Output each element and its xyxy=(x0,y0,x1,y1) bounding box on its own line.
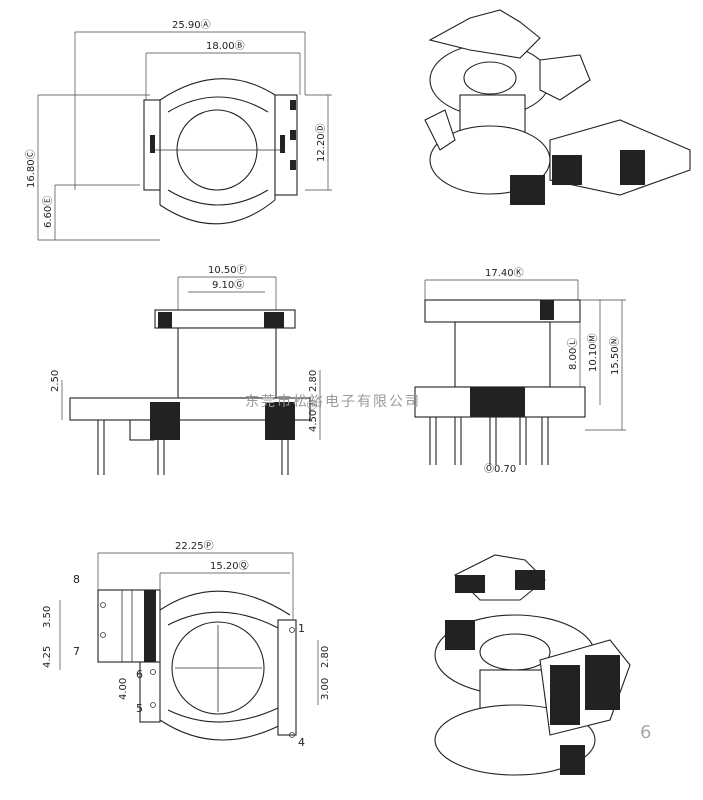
top-view: 25.90Ⓐ 18.00Ⓑ 16.80Ⓒ 12.20Ⓓ 6.60Ⓔ xyxy=(25,19,332,241)
side-view: 17.40Ⓚ 8.00Ⓛ 10.10Ⓜ 15.50Ⓝ Ⓞ0.70 xyxy=(414,267,626,475)
dim-bottom-left-pitch-b: 4.25 xyxy=(42,646,53,668)
dim-bottom-pin-span: 15.20Ⓠ xyxy=(210,560,249,572)
front-view: 10.50Ⓕ 9.10Ⓖ 2.50 2.80 4.50Ⓙ xyxy=(50,264,321,475)
pin-label-7: 7 xyxy=(73,645,80,658)
dim-front-step: 2.80 xyxy=(308,370,319,392)
pin-label-6: 6 xyxy=(136,668,143,681)
dim-side-total-height: 15.50Ⓝ xyxy=(609,336,621,375)
dim-pin-diameter: Ⓞ0.70 xyxy=(484,463,516,475)
dim-front-inner-width: 9.10Ⓖ xyxy=(212,279,244,291)
company-watermark: 东莞市松裕电子有限公司 xyxy=(245,393,421,410)
dim-top-core-width: 18.00Ⓑ xyxy=(206,40,245,52)
bottom-view: 22.25Ⓟ 15.20Ⓠ 8 7 6 5 1 4 3.50 4.25 4.00… xyxy=(42,540,331,749)
page-number: 6 xyxy=(640,722,651,743)
dim-front-pin-depth: 4.50Ⓙ xyxy=(307,400,319,432)
pin-label-1: 1 xyxy=(298,622,305,635)
dim-bottom-overall-width: 22.25Ⓟ xyxy=(175,540,214,552)
dim-top-height: 16.80Ⓒ xyxy=(25,149,37,188)
dim-bottom-right-pitch-a: 2.80 xyxy=(320,646,331,668)
dim-front-outer-width: 10.50Ⓕ xyxy=(208,264,247,276)
dim-bottom-left-pitch-a: 3.50 xyxy=(42,606,53,628)
iso-view-top xyxy=(424,9,691,205)
dim-bottom-left-offset: 4.00 xyxy=(118,678,129,700)
dim-top-lower-height: 6.60Ⓔ xyxy=(42,196,54,228)
dim-front-flange: 2.50 xyxy=(50,370,61,392)
iso-view-bottom xyxy=(434,554,631,776)
dim-side-width: 17.40Ⓚ xyxy=(485,267,524,279)
dim-side-core-height: 8.00Ⓛ xyxy=(567,338,579,370)
dim-top-slot-height: 12.20Ⓓ xyxy=(315,123,327,162)
dim-bottom-right-pitch-b: 3.00 xyxy=(320,678,331,700)
dim-top-overall-width: 25.90Ⓐ xyxy=(172,19,211,31)
dim-side-mid-height: 10.10Ⓜ xyxy=(587,333,599,372)
pin-label-4: 4 xyxy=(298,736,305,749)
pin-label-8: 8 xyxy=(73,573,80,586)
pin-label-5: 5 xyxy=(136,702,143,715)
